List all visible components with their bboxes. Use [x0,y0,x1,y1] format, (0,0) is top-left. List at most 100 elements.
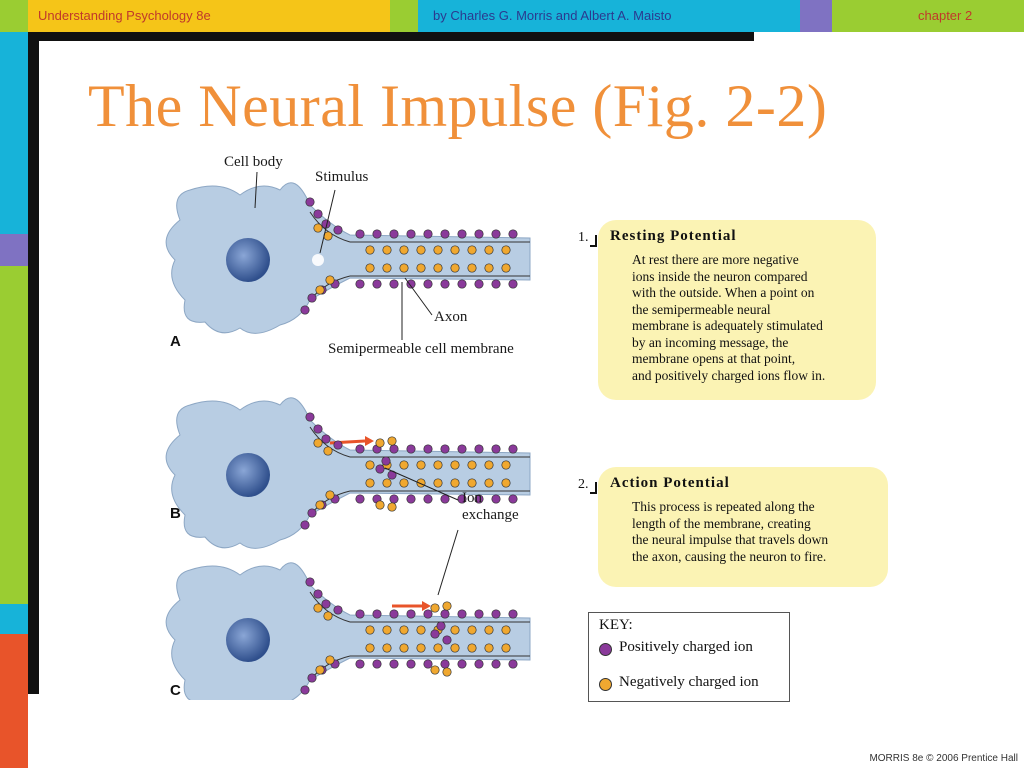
positive-ion [491,609,501,619]
panel-a-neuron [165,182,531,334]
positive-ion [491,444,501,454]
label-membrane: Semipermeable cell membrane [328,341,514,357]
callout-2-bracket [590,482,597,494]
positive-ion [307,293,317,303]
header-segment-gap-green [390,0,418,32]
negative-ion [382,245,392,255]
label-axon: Axon [434,309,468,325]
positive-ion [474,609,484,619]
negative-ion [433,460,443,470]
negative-ion [467,625,477,635]
stimulus-leader [319,189,336,254]
positive-ion [355,609,365,619]
left-strip-red [0,634,28,768]
positive-ion [457,609,467,619]
axon-leader [404,277,433,316]
positive-ion [381,456,391,466]
positive-ion [389,279,399,289]
neuron-figure [165,171,531,700]
negative-ion [433,643,443,653]
positive-ion [321,599,331,609]
negative-ion [365,245,375,255]
positive-ion [355,494,365,504]
left-strip-rule [28,32,39,694]
negative-ion [484,245,494,255]
negative-ion [313,603,323,613]
negative-ion [315,285,325,295]
negative-ion [416,245,426,255]
panel-b-neuron [165,397,531,549]
positive-ion [457,444,467,454]
negative-ion [450,478,460,488]
positive-ion [372,229,382,239]
negative-ion [467,460,477,470]
callout-1-line: and positively charged ions flow in. [632,367,826,383]
negative-ion [484,263,494,273]
positive-ion [457,659,467,669]
ion-layer [300,197,518,695]
negative-ion [325,490,335,500]
negative-ion [416,625,426,635]
negative-ion [450,263,460,273]
callout-resting-potential: Resting Potential At rest there are more… [598,220,876,400]
callout-1-bracket [590,235,597,247]
ion-exchange-leader-1 [384,467,459,501]
negative-ion [365,478,375,488]
positive-ion [423,229,433,239]
positive-ion [508,444,518,454]
negative-ion-icon [599,678,612,691]
panel-c-neuron [165,562,531,700]
positive-ion [440,279,450,289]
callout-2-line: the axon, causing the neuron to fire. [632,548,827,564]
label-ion-exchange-2: exchange [462,507,519,523]
callout-1-line: At rest there are more negative [632,252,799,267]
slide-title: The Neural Impulse (Fig. 2-2) [88,73,828,139]
negative-ion [365,643,375,653]
negative-ion [467,478,477,488]
positive-ion [389,444,399,454]
header-segment-gap-purple [800,0,832,32]
negative-ion [442,667,452,677]
positive-ion [321,434,331,444]
callout-1-heading: Resting Potential [610,228,737,244]
positive-ion [491,229,501,239]
callout-1-line: membrane opens at that point, [632,351,796,366]
left-strip-purple [0,234,28,266]
positive-ion [440,444,450,454]
positive-ion [313,209,323,219]
negative-ion [323,611,333,621]
key-positive-label: Positively charged ion [619,639,753,655]
positive-ion [389,659,399,669]
negative-ion [433,263,443,273]
positive-ion [372,609,382,619]
positive-ion [389,609,399,619]
header-authors: by Charles G. Morris and Albert A. Maist… [433,8,672,23]
positive-ion [389,229,399,239]
positive-ion [423,279,433,289]
callout-1-body: At rest there are more negative ions ins… [632,252,825,384]
negative-ion [399,263,409,273]
positive-ion [300,685,310,695]
negative-ion [382,263,392,273]
positive-ion [333,605,343,615]
positive-ion [305,197,315,207]
positive-ion [474,659,484,669]
callout-1-number: 1. [578,230,589,245]
header-book-title: Understanding Psychology 8e [38,8,211,23]
callout-1-line: ions inside the neuron compared [632,268,808,284]
negative-ion [430,603,440,613]
negative-ion [450,245,460,255]
positive-ion [300,305,310,315]
panel-a-nucleus [226,238,270,282]
negative-ion [399,245,409,255]
positive-ion [474,444,484,454]
negative-ion [484,625,494,635]
negative-ion [501,625,511,635]
negative-ion [365,460,375,470]
negative-ion [430,665,440,675]
positive-ion [355,659,365,669]
positive-ion [307,673,317,683]
positive-ion [474,229,484,239]
negative-ion [387,502,397,512]
negative-ion [399,478,409,488]
